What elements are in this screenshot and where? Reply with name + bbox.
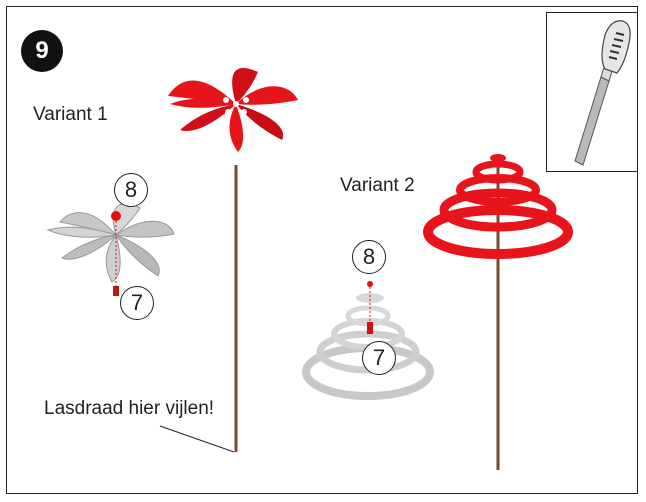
callout-v2-7: 7 <box>362 341 396 375</box>
file-tool-icon <box>574 20 631 166</box>
step-number-badge: 9 <box>21 30 63 72</box>
instruction-leader-line <box>159 425 235 453</box>
metal-spiral-part <box>302 281 434 400</box>
metal-flower-part <box>46 203 175 296</box>
variant-2-label: Variant 2 <box>340 175 415 196</box>
weld-wire-instruction: Lasdraad hier vijlen! <box>44 398 215 419</box>
callout-v1-8: 8 <box>114 173 148 207</box>
file-tool-inset <box>546 12 638 172</box>
red-spiral-part <box>423 154 573 470</box>
callout-v2-8: 8 <box>352 240 386 274</box>
red-flower-part <box>168 67 298 452</box>
callout-v1-7: 7 <box>120 286 154 320</box>
variant-1-label: Variant 1 <box>33 104 108 125</box>
